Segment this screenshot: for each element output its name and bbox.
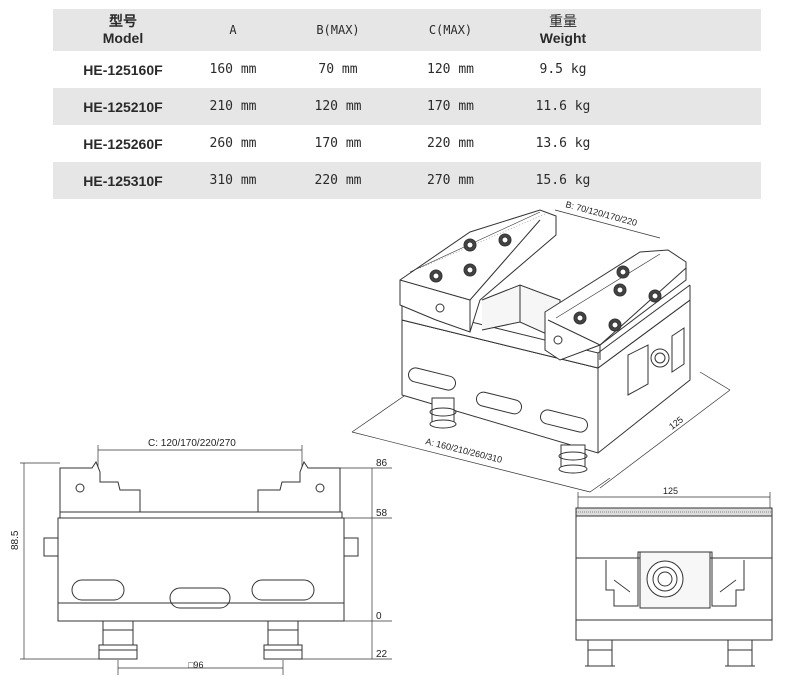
row-model: HE-125160F	[83, 61, 163, 78]
row-b: 170 mm	[314, 136, 362, 151]
side-view: 125	[575, 486, 773, 667]
spec-table: 型号 Model A B(MAX) C(MAX) 重量 Weight HE-12…	[53, 9, 761, 199]
table-row: HE-125260F 260 mm 170 mm 220 mm 13.6 kg	[53, 125, 761, 162]
front-c-label: C: 120/170/220/270	[148, 438, 236, 449]
isometric-view: A: 160/210/260/310 125 B: 70/120/170/220	[351, 199, 731, 493]
table-header-row: 型号 Model A B(MAX) C(MAX) 重量 Weight	[53, 9, 761, 51]
header-weight-en: Weight	[539, 30, 587, 46]
row-a: 210 mm	[209, 99, 257, 114]
table-row: HE-125310F 310 mm 220 mm 270 mm 15.6 kg	[53, 162, 761, 199]
front-dim-58: 58	[376, 508, 388, 519]
iso-a-label: A: 160/210/260/310	[425, 436, 504, 465]
front-dim-22: 22	[376, 649, 388, 660]
header-c: C(MAX)	[428, 23, 473, 37]
row-weight: 15.6 kg	[535, 173, 591, 188]
row-c: 120 mm	[427, 62, 474, 77]
table-row: HE-125160F 160 mm 70 mm 120 mm 9.5 kg	[53, 51, 761, 88]
header-weight-zh: 重量	[549, 13, 577, 29]
row-model: HE-125310F	[83, 172, 163, 189]
row-c: 270 mm	[427, 173, 474, 188]
row-b: 70 mm	[318, 62, 358, 77]
row-weight: 13.6 kg	[535, 136, 591, 151]
row-b: 120 mm	[314, 99, 362, 114]
row-model: HE-125210F	[83, 98, 163, 115]
iso-depth-label: 125	[667, 414, 685, 431]
header-weight: 重量 Weight	[518, 9, 608, 51]
header-b: B(MAX)	[316, 23, 360, 37]
header-model-en: Model	[102, 30, 144, 46]
front-dim-86: 86	[376, 458, 388, 469]
row-c: 220 mm	[427, 136, 474, 151]
row-a: 160 mm	[209, 62, 257, 77]
iso-b-label: B: 70/120/170/220	[564, 199, 638, 228]
row-c: 170 mm	[427, 99, 474, 114]
row-model: HE-125260F	[83, 135, 163, 152]
side-width-label: 125	[663, 486, 678, 496]
front-height-label: 88.5	[10, 530, 21, 550]
front-view: C: 120/170/220/270 □96	[10, 438, 392, 675]
row-b: 220 mm	[314, 173, 362, 188]
row-a: 310 mm	[209, 173, 257, 188]
header-a: A	[229, 23, 237, 37]
front-bottom-label: □96	[188, 660, 203, 670]
row-weight: 11.6 kg	[535, 99, 591, 114]
front-dim-0: 0	[376, 611, 382, 622]
table-row: HE-125210F 210 mm 120 mm 170 mm 11.6 kg	[53, 88, 761, 125]
row-a: 260 mm	[209, 136, 257, 151]
header-model-zh: 型号	[109, 13, 137, 29]
row-weight: 9.5 kg	[539, 62, 587, 77]
header-model: 型号 Model	[53, 9, 193, 51]
